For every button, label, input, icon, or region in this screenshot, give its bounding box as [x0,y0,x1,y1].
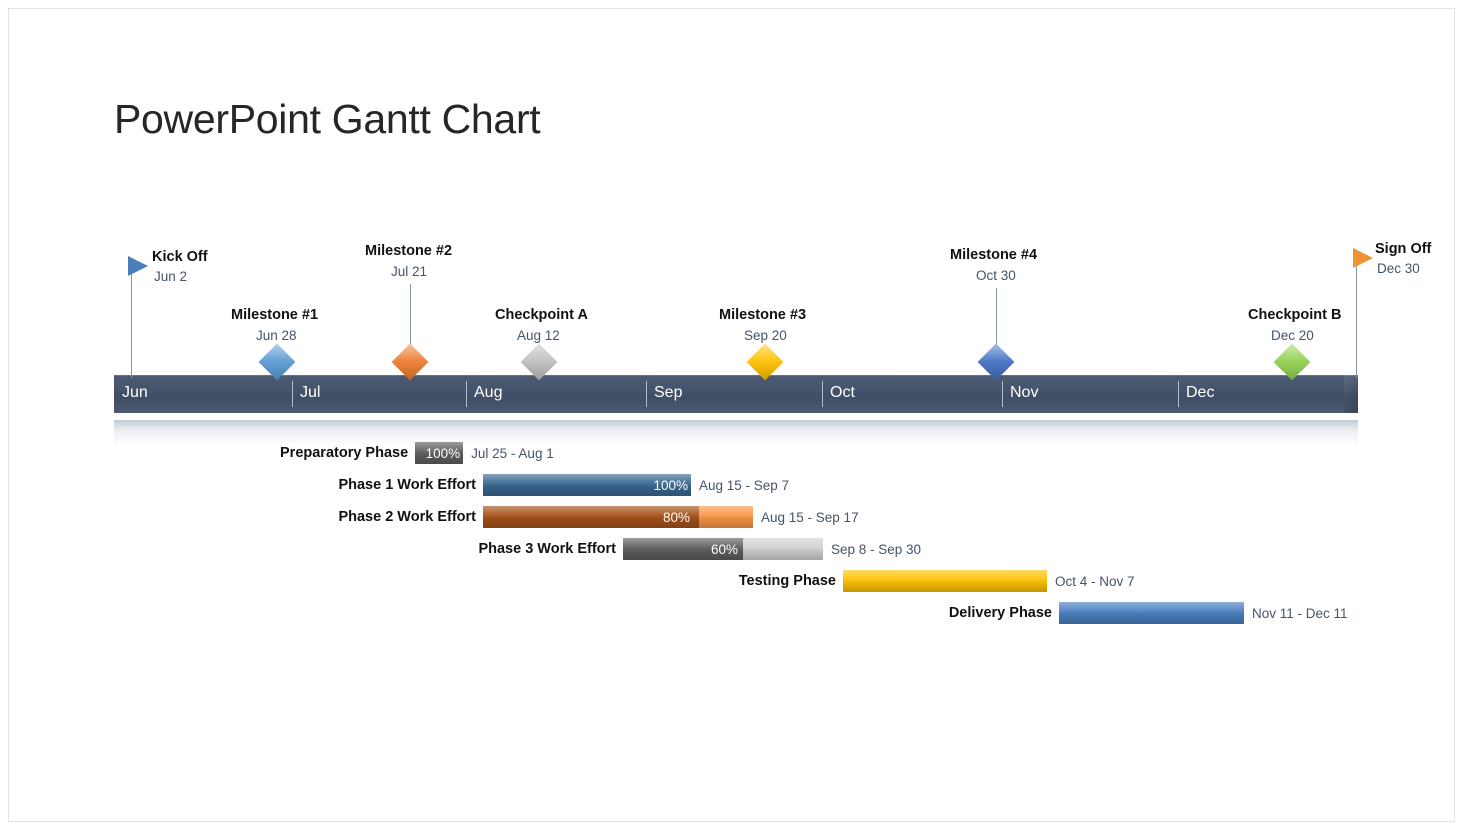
month-label: Jul [300,384,321,401]
timeline-month-aug: Aug [466,375,646,413]
connector-line [410,284,411,352]
milestone-date: Aug 12 [517,328,560,343]
month-divider [466,381,467,407]
task-row[interactable]: Phase 2 Work Effort 80% Aug 15 - Sep 17 [280,505,859,529]
task-bar[interactable]: 80% [483,506,753,528]
task-label: Preparatory Phase [280,445,409,461]
task-dates: Nov 11 - Dec 11 [1252,605,1348,621]
timeline-month-jul: Jul [292,375,466,413]
task-dates: Jul 25 - Aug 1 [471,445,554,461]
task-progress-fill [483,474,691,496]
task-percent: 100% [425,445,461,461]
task-bar[interactable] [1059,602,1244,624]
milestone-date: Jun 28 [256,328,297,343]
milestone-label: Milestone #2 [365,243,453,259]
task-bar[interactable]: 100% [483,474,691,496]
task-row[interactable]: Preparatory Phase 100% Jul 25 - Aug 1 [280,441,554,465]
milestone-label: Milestone #3 [719,307,807,323]
timeline-month-jun: Jun [114,375,292,413]
page-title: PowerPoint Gantt Chart [114,96,541,142]
task-bar[interactable]: 60% [623,538,823,560]
milestone-date: Dec 30 [1377,261,1420,276]
timeline-month-nov: Nov [1002,375,1178,413]
month-divider [822,381,823,407]
task-row[interactable]: Phase 3 Work Effort 60% Sep 8 - Sep 30 [420,537,921,561]
task-row[interactable]: Phase 1 Work Effort 100% Aug 15 - Sep 7 [280,473,789,497]
task-dates: Oct 4 - Nov 7 [1055,573,1135,589]
month-label: Jun [122,384,148,401]
task-label: Testing Phase [738,573,836,589]
milestone-label: Milestone #1 [231,307,319,323]
timeline-month-sep: Sep [646,375,822,413]
flag-pole [131,258,132,378]
milestone-date: Oct 30 [976,268,1016,283]
month-divider [646,381,647,407]
milestone-date: Dec 20 [1271,328,1314,343]
month-divider [1002,381,1003,407]
task-label: Phase 1 Work Effort [338,477,476,493]
month-label: Aug [474,384,503,401]
task-progress-fill [415,442,464,464]
task-dates: Sep 8 - Sep 30 [831,541,922,557]
milestone-date: Jun 2 [154,269,188,284]
task-dates: Aug 15 - Sep 17 [761,509,859,525]
bar-bevel [1059,602,1244,624]
task-row[interactable]: Delivery Phase Nov 11 - Dec 11 [856,601,1348,625]
milestone-label: Sign Off [1375,241,1432,257]
task-bar[interactable] [843,570,1047,592]
task-row[interactable]: Testing Phase Oct 4 - Nov 7 [640,569,1135,593]
timeline-month-oct: Oct [822,375,1002,413]
milestone-date: Jul 21 [391,264,428,279]
task-progress-fill [623,538,743,560]
task-label: Phase 3 Work Effort [478,541,616,557]
task-percent: 60% [711,541,739,557]
month-label: Oct [830,384,855,401]
flag-pole [1356,250,1357,378]
timeline-month-dec: Dec [1178,375,1358,413]
month-divider [1178,381,1179,407]
task-label: Delivery Phase [948,605,1052,621]
month-label: Sep [654,384,683,401]
task-percent: 80% [663,509,691,525]
flag-icon [1353,248,1373,268]
milestone-label: Milestone #4 [950,247,1038,263]
task-percent: 100% [653,477,688,493]
month-divider [292,381,293,407]
milestone-label: Checkpoint B [1248,307,1342,323]
task-progress-fill [483,506,699,528]
task-dates: Aug 15 - Sep 7 [699,477,790,493]
task-label: Phase 2 Work Effort [338,509,476,525]
month-label: Dec [1186,384,1215,401]
milestone-label: Kick Off [152,249,208,265]
connector-line [996,288,997,352]
milestone-label: Checkpoint A [495,307,588,323]
month-label: Nov [1010,384,1039,401]
bar-bevel [843,570,1047,592]
timeline-bar-reflection [114,420,1358,446]
task-bar[interactable]: 100% [415,442,464,464]
timeline-axis-bar: Jun Jul Aug Sep Oct Nov Dec [114,375,1358,413]
flag-icon [128,256,148,276]
milestone-date: Sep 20 [744,328,787,343]
